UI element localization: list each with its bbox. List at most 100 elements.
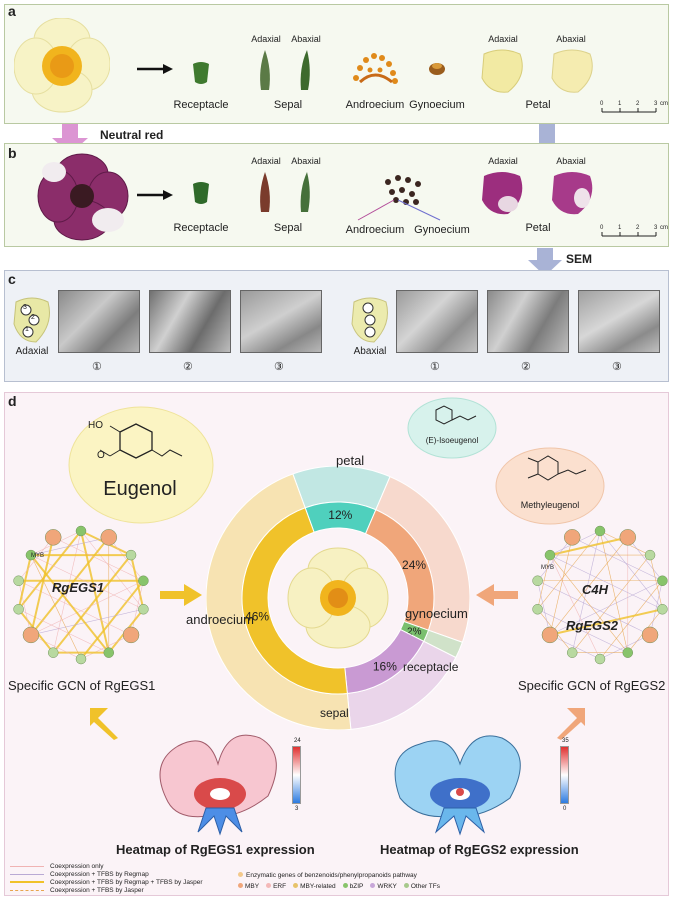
gcn-edge <box>571 530 601 653</box>
gcn-edge <box>549 554 601 660</box>
eugenol-bubble <box>68 406 214 524</box>
legend-tf-dot <box>238 883 243 888</box>
androecium-label: Androecium <box>345 99 405 111</box>
donut-label-sepal: 16% <box>373 659 397 673</box>
abaxial-petal-diagram <box>351 297 388 343</box>
legend-tf-dot <box>266 883 272 888</box>
scale-tick-2: 2 <box>636 101 640 107</box>
sem-adaxial-2 <box>149 290 231 353</box>
gcn-node <box>13 603 24 615</box>
sem-abaxial-3 <box>578 290 660 353</box>
gcn-edge <box>599 530 663 610</box>
organ-label-sepal: sepal <box>320 706 349 720</box>
sem-adaxial-2-position: ② <box>183 361 193 373</box>
heatmap-rgegs1-title: Heatmap of RgEGS1 expression <box>116 842 315 857</box>
gcn-node <box>100 529 118 546</box>
legend-line-label: Coexpression + TFBS by Regmap <box>50 870 149 878</box>
receptacle-image <box>193 62 209 84</box>
gcn-edge <box>549 580 663 636</box>
heatmap-flower-rgegs2 <box>394 735 521 836</box>
scale-b-tick-2: 2 <box>636 225 640 231</box>
legend-tf-label: bZIP <box>349 883 364 890</box>
arrow-right-icon-b <box>137 190 173 200</box>
gcn-edge <box>572 537 663 582</box>
legend-line-item: Coexpression + TFBS by Regmap + TFBS by … <box>10 878 240 886</box>
panel-a-letter: a <box>8 3 16 19</box>
gcn-edge <box>549 537 629 636</box>
gcn-edge <box>18 580 32 635</box>
gcn-edge <box>599 530 629 653</box>
gcn-node <box>25 549 37 561</box>
gcn-node <box>657 603 668 615</box>
arrow-right-icon-gcn-left <box>160 584 202 606</box>
legend-tf-dot <box>293 883 299 888</box>
legend-tf-item: MBY <box>238 883 259 890</box>
gcn-node <box>44 529 62 546</box>
donut-slice-androecium <box>241 507 348 695</box>
petal-adaxial-label-b: Adaxial <box>488 156 518 166</box>
gcn-edge <box>571 554 651 653</box>
legend-line-label: Coexpression only <box>50 862 104 870</box>
gcn-edge <box>649 580 663 635</box>
gcn-edge <box>30 634 82 660</box>
organ-label-gynoecium: gynoecium <box>405 606 468 621</box>
gcn-node <box>619 529 637 546</box>
stained-flower-image <box>37 153 129 241</box>
scale-b-tick-3: 3 <box>654 225 658 231</box>
legend-pathway: Enzymatic genes of benzenoids/phenylprop… <box>238 872 417 879</box>
heatmap-colorbar-rgegs1 <box>292 746 301 804</box>
gcn-right-center1-label: C4H <box>582 582 609 597</box>
gcn-edge <box>80 580 145 660</box>
center-flower-image <box>287 547 389 649</box>
gynoecium-image <box>429 63 445 75</box>
petal-adaxial-image <box>481 49 523 93</box>
gcn-network-rgegs2 <box>532 525 668 665</box>
gcn-edge <box>30 537 109 556</box>
gcn-edge <box>599 634 651 660</box>
legend-tf-dot <box>403 883 409 888</box>
gcn-edge <box>537 608 628 653</box>
gcn-edge <box>549 554 629 653</box>
colorbar-left-min: 3 <box>295 806 299 812</box>
petal-abaxial-label-b: Abaxial <box>556 156 586 166</box>
gcn-node <box>125 549 137 561</box>
gcn-node <box>644 549 656 561</box>
whole-flower-image <box>14 18 110 113</box>
gcn-right-hub-label: MYB <box>541 565 555 571</box>
legend-tf-item: ERF <box>266 883 286 890</box>
gcn-edge <box>30 554 144 610</box>
petal-adaxial-label: Adaxial <box>488 34 518 44</box>
sem-adaxial-3-position: ③ <box>274 361 284 373</box>
androecium-stained-image <box>385 175 421 205</box>
gcn-edge <box>17 554 32 610</box>
sepal-abaxial-image <box>300 50 310 90</box>
gcn-node <box>541 626 559 644</box>
gcn-left-hub-label: MYB <box>31 553 45 559</box>
sem-abaxial-1-position: ① <box>430 361 440 373</box>
organ-label-receptacle: receptacle <box>403 660 459 674</box>
adaxial-petal-diagram <box>13 297 50 343</box>
sem-abaxial-1 <box>396 290 478 353</box>
scale-bar-b <box>601 232 657 237</box>
legend-line-swatch <box>10 873 44 875</box>
gcn-edge <box>30 554 82 660</box>
legend-tf-dot <box>370 883 376 888</box>
petal-adaxial-stained-image <box>482 172 523 215</box>
petal-abaxial-label: Abaxial <box>556 34 586 44</box>
gcn-node <box>532 603 543 615</box>
legend-tf-label: MBY-related <box>300 883 336 890</box>
scale-tick-1: 1 <box>618 101 622 107</box>
gcn-node <box>75 653 87 665</box>
adaxial-mark-3: 3 <box>23 304 27 311</box>
gcn-edge <box>18 608 109 653</box>
methyleugenol-structure <box>527 455 587 481</box>
gcn-node <box>532 575 543 587</box>
gcn-node <box>13 575 24 587</box>
scale-tick-0: 0 <box>600 101 604 107</box>
gcn-node <box>594 525 606 537</box>
sepal-label: Sepal <box>273 99 303 111</box>
receptacle-label-b: Receptacle <box>173 222 229 234</box>
petal-label-b: Petal <box>525 222 551 234</box>
androecium-pointer-lines <box>357 199 441 221</box>
gcn-node <box>622 647 634 658</box>
